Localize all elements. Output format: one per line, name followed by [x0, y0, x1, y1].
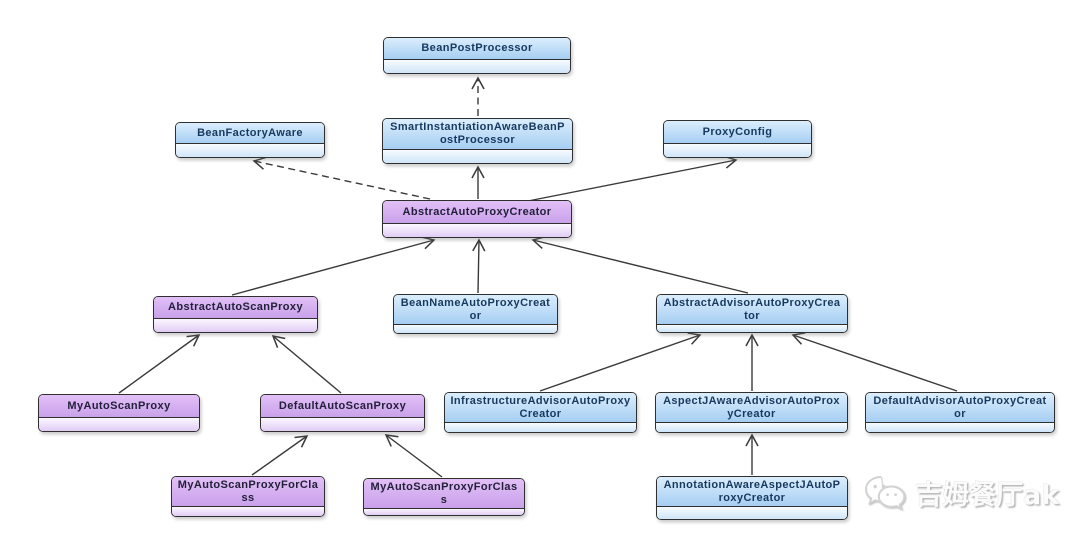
inheritance-edge-beanNameAutoProxyCreator-to-abstractAutoProxyCreator [472, 238, 486, 294]
class-name: DefaultAdvisorAutoProxyCreator [866, 393, 1054, 423]
watermark-text: 吉姆餐厅ak [915, 480, 1060, 511]
class-box-defaultadvisorautoproxycreator: DefaultAdvisorAutoProxyCreator [865, 392, 1055, 433]
class-members-empty [176, 143, 324, 157]
class-name: ProxyConfig [664, 121, 811, 143]
class-members-empty [261, 417, 424, 431]
class-members-empty [866, 422, 1054, 432]
wechat-icon [864, 475, 906, 510]
class-members-empty [656, 422, 847, 432]
class-name: BeanPostProcessor [384, 38, 570, 59]
class-box-aspectjawareadvisorautoproxycreator: AspectJAwareAdvisorAutoProxyCreator [655, 392, 848, 433]
class-members-empty [657, 506, 847, 519]
inheritance-edge-abstractAutoScanProxy-to-abstractAutoProxyCreator [231, 236, 436, 296]
inheritance-edge-defaultAdvisorAutoProxyCreator-to-abstractAdvisorAutoProxyCreator [791, 332, 958, 392]
class-name: InfrastructureAdvisorAutoProxyCreator [445, 393, 636, 423]
class-name: DefaultAutoScanProxy [261, 395, 424, 417]
class-members-empty [445, 422, 636, 432]
class-box-infrastructureadvisorautoproxycreator: InfrastructureAdvisorAutoProxyCreator [444, 392, 637, 433]
class-box-beannameautoproxycreator: BeanNameAutoProxyCreator [393, 294, 558, 334]
class-members-empty [394, 324, 557, 333]
class-name: SmartInstantiationAwareBeanPostProcessor [383, 119, 572, 149]
class-name: MyAutoScanProxy [39, 395, 199, 417]
inheritance-edge-myAutoScanProxyForClass1-to-defaultAutoScanProxy [251, 435, 309, 476]
class-members-empty [39, 417, 199, 431]
class-members-empty [364, 508, 524, 515]
class-box-beanpostprocessor: BeanPostProcessor [383, 37, 571, 74]
class-box-abstractadvisorautoproxycreator: AbstractAdvisorAutoProxyCreator [656, 294, 848, 333]
class-box-annotationawareaspectjautoproxycreator: AnnotationAwareAspectJAutoProxyCreator [656, 476, 848, 520]
class-box-myautoscanproxyforclass-right: MyAutoScanProxyForClass [363, 478, 525, 516]
class-members-empty [383, 223, 571, 237]
class-box-defaultautoscanproxy: DefaultAutoScanProxy [260, 394, 425, 432]
class-box-abstractautoscanproxy: AbstractAutoScanProxy [153, 296, 318, 333]
class-name: AbstractAdvisorAutoProxyCreator [657, 295, 847, 325]
class-box-myautoscanproxyforclass-left: MyAutoScanProxyForClass [171, 476, 325, 517]
class-name: AbstractAutoProxyCreator [383, 201, 571, 223]
class-members-empty [384, 59, 570, 73]
inheritance-edge-abstractAutoProxyCreator-to-proxyConfig [527, 155, 738, 202]
inheritance-edge-infrastructureAdvisorAutoProxyCreator-to-abstractAdvisorAutoProxyCreator [539, 332, 702, 392]
class-members-empty [664, 143, 811, 157]
class-box-abstractautoproxycreator: AbstractAutoProxyCreator [382, 200, 572, 238]
class-name: BeanFactoryAware [176, 123, 324, 143]
class-name: BeanNameAutoProxyCreator [394, 295, 557, 325]
class-members-empty [154, 318, 317, 332]
class-box-smartinstantiationawarebeanpostprocessor: SmartInstantiationAwareBeanPostProcessor [382, 118, 573, 164]
class-name: AnnotationAwareAspectJAutoProxyCreator [657, 477, 847, 507]
class-name: AbstractAutoScanProxy [154, 297, 317, 318]
inheritance-edge-defaultAutoScanProxy-to-abstractAutoScanProxy [271, 334, 342, 394]
watermark: 吉姆餐厅ak [863, 473, 1059, 512]
class-members-empty [657, 324, 847, 332]
class-name: MyAutoScanProxyForClass [364, 479, 524, 509]
inheritance-edge-myAutoScanProxy-to-abstractAutoScanProxy [118, 334, 201, 394]
class-name: MyAutoScanProxyForClass [172, 477, 324, 507]
class-box-beanfactoryaware: BeanFactoryAware [175, 122, 325, 158]
inheritance-edge-abstractAdvisorAutoProxyCreator-to-abstractAutoProxyCreator [531, 236, 749, 294]
class-box-proxyconfig: ProxyConfig [663, 120, 812, 158]
class-members-empty [172, 506, 324, 516]
class-members-empty [383, 149, 572, 163]
class-name: AspectJAwareAdvisorAutoProxyCreator [656, 393, 847, 423]
inheritance-edge-myAutoScanProxyForClass2-to-defaultAutoScanProxy [384, 434, 443, 478]
class-box-myautoscanproxy: MyAutoScanProxy [38, 394, 200, 432]
inheritance-edge-abstractAutoProxyCreator-to-beanFactoryAware [252, 156, 431, 200]
